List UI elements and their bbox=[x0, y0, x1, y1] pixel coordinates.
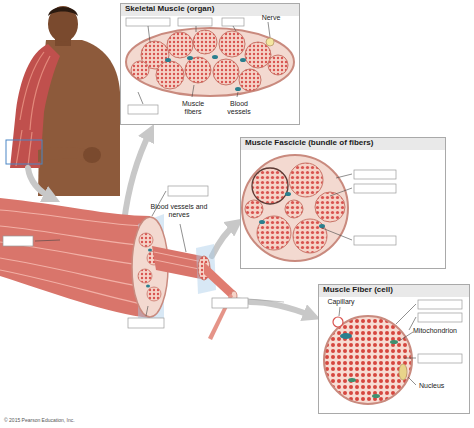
copyright-note: © 2015 Pearson Education, Inc. bbox=[4, 418, 204, 424]
panel-heading: Muscle Fiber (cell) bbox=[323, 286, 465, 295]
panel-heading: Muscle Fascicle (bundle of fibers) bbox=[245, 139, 441, 148]
structure-label: Mitochondrion bbox=[413, 327, 467, 335]
man-figure bbox=[6, 6, 120, 196]
blank-label-boxes bbox=[3, 186, 248, 328]
skeletal-muscle-panel-art bbox=[120, 3, 300, 125]
structure-label: Nucleus bbox=[419, 382, 463, 390]
fascicle-panel-art bbox=[240, 137, 446, 269]
figure-panel: Skeletal Muscle (organ)NerveMuscle fiber… bbox=[120, 3, 300, 125]
structure-label: Blood vessels bbox=[223, 100, 255, 115]
panel-heading: Skeletal Muscle (organ) bbox=[125, 5, 295, 14]
structure-label: Nerve bbox=[259, 14, 283, 22]
figure-panel: Muscle Fiber (cell) CapillaryMitochondrio… bbox=[318, 284, 470, 414]
structure-label: Muscle fibers bbox=[178, 100, 208, 115]
structure-label: Capillary bbox=[323, 298, 359, 306]
structure-label: Blood vessels and nerves bbox=[150, 203, 208, 218]
fiber-panel-art bbox=[318, 284, 470, 414]
figure-panel: Muscle Fascicle (bundle of fibers) bbox=[240, 137, 446, 269]
